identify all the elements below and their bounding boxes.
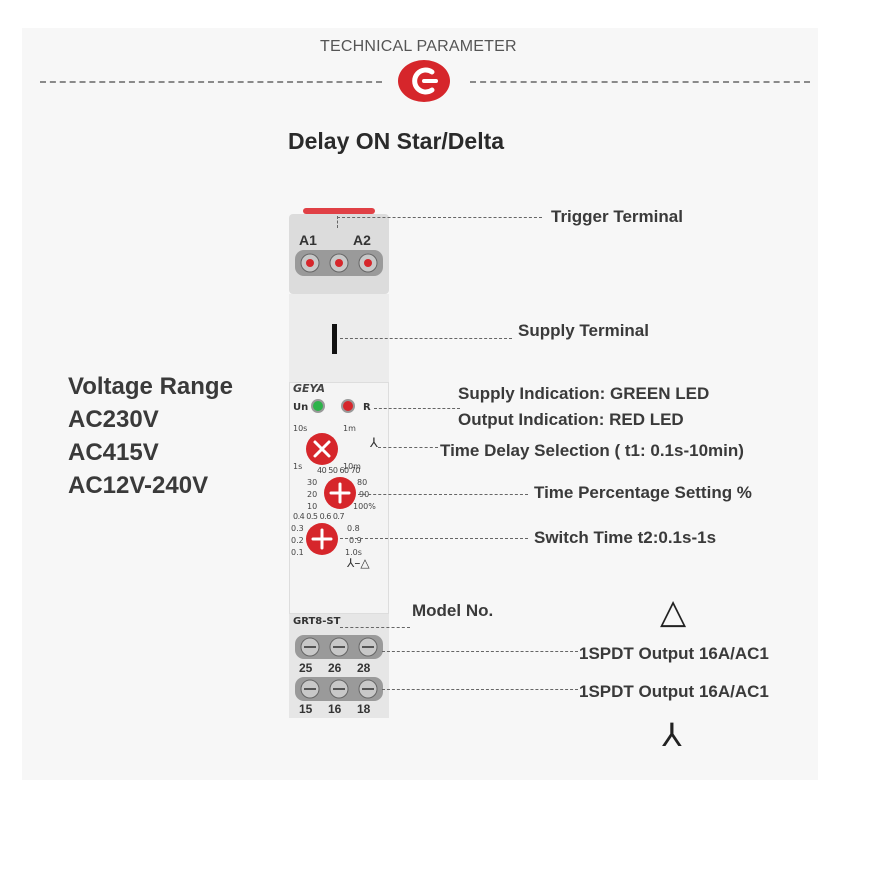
callout-output-2: 1SPDT Output 16A/AC1 [579, 682, 769, 701]
star-symbol-icon: ⅄ [662, 716, 682, 754]
leader-line [382, 689, 578, 690]
voltage-range-block: Voltage Range AC230V AC415V AC12V-240V [68, 370, 233, 502]
knob2-tick: 80 [357, 478, 368, 487]
leader-line [340, 538, 528, 539]
terminal-label: 26 [328, 661, 342, 675]
callout-supply-terminal: Supply Terminal [518, 321, 649, 340]
voltage-value: AC415V [68, 439, 159, 466]
top-screw-terminals [295, 250, 383, 276]
knob3-tick: 0.2 [291, 536, 304, 545]
knob1-scale-label: 10m [343, 462, 361, 471]
callout-supply-indication: Supply Indication: GREEN LED [458, 384, 710, 403]
background-panel [22, 28, 818, 780]
knob3-tick: 0.4 [293, 512, 305, 521]
star-symbol-small: ⅄ [370, 436, 378, 451]
callout-time-delay: Time Delay Selection ( t1: 0.1s-10min) [440, 441, 744, 460]
callout-output-1: 1SPDT Output 16A/AC1 [579, 644, 769, 663]
star-delta-mark: ⅄–△ [347, 556, 370, 570]
leader-line [358, 494, 528, 495]
knob3-tick: 0.1 [291, 548, 304, 557]
knob2-tick: 30 [307, 478, 318, 487]
knob3-tick: 0.6 [319, 512, 332, 521]
callout-output-indication: Output Indication: RED LED [458, 410, 684, 429]
supply-terminal-bar [332, 324, 337, 354]
knob1-scale-label: 10s [293, 424, 308, 433]
leader-line [340, 338, 512, 339]
knob1-scale-label: 1m [343, 424, 356, 433]
terminal-label: 25 [299, 661, 313, 675]
knob2-tick: 70 [350, 466, 361, 475]
brand-label: GEYA [293, 382, 325, 395]
output-screw-row-2 [295, 677, 383, 701]
callout-switch-time: Switch Time t2:0.1s-1s [534, 528, 717, 547]
leader-line [374, 408, 460, 409]
knob3-tick: 0.3 [291, 524, 304, 533]
knob3-tick: 1.0s [345, 548, 362, 557]
knob2-scale-label: 40 50 60 70 [317, 466, 360, 475]
delta-symbol-icon: △ [660, 592, 687, 632]
leader-line [337, 217, 542, 218]
time-delay-knob[interactable] [305, 432, 339, 466]
switch-time-knob[interactable] [305, 522, 339, 556]
callout-trigger: Trigger Terminal [551, 207, 683, 226]
knob3-tick: 0.7 [332, 512, 345, 521]
header-rule-right [470, 81, 810, 83]
knob3-tick: 0.9 [349, 536, 362, 545]
terminal-label-a1: A1 [299, 232, 317, 248]
knob2-tick: 100% [353, 502, 376, 511]
callout-model: Model No. [412, 601, 494, 620]
terminal-label-a2: A2 [353, 232, 371, 248]
knob2-tick: 60 [339, 466, 349, 475]
relay-device: A1 A2 GEYA Un R 10s 1m 1s 10m 40 50 60 7… [289, 206, 389, 718]
model-label: GRT8-ST [293, 616, 341, 627]
knob3-tick: 0.8 [347, 524, 360, 533]
led-label-r: R [363, 402, 371, 413]
knob2-tick: 20 [307, 490, 318, 499]
red-led-icon [341, 399, 355, 413]
voltage-heading: Voltage Range [68, 373, 233, 400]
knob2-tick: 50 [328, 466, 338, 475]
terminal-label: 16 [328, 702, 342, 716]
header-title: TECHNICAL PARAMETER [320, 38, 517, 55]
green-led-icon [311, 399, 325, 413]
callout-percentage: Time Percentage Setting % [534, 483, 752, 502]
knob3-scale-label: 0.4 0.5 0.6 0.7 [293, 512, 345, 521]
leader-line [378, 447, 438, 448]
header-rule-left [40, 81, 382, 83]
leader-line [337, 216, 338, 228]
voltage-value: AC230V [68, 406, 159, 433]
knob2-tick: 40 [317, 466, 327, 475]
led-label-un: Un [293, 402, 309, 413]
terminal-label: 15 [299, 702, 313, 716]
knob1-scale-label: 1s [293, 462, 303, 471]
top-clip [303, 208, 375, 214]
leader-line [340, 627, 410, 628]
brand-logo-icon [398, 60, 450, 102]
knob2-tick: 10 [307, 502, 318, 511]
voltage-value: AC12V-240V [68, 472, 209, 499]
diagram-title: Delay ON Star/Delta [288, 128, 505, 154]
output-screw-row-1 [295, 635, 383, 659]
leader-line [382, 651, 578, 652]
percentage-knob[interactable] [323, 476, 357, 510]
knob3-tick: 0.5 [306, 512, 318, 521]
terminal-label: 18 [357, 702, 371, 716]
terminal-label: 28 [357, 661, 371, 675]
